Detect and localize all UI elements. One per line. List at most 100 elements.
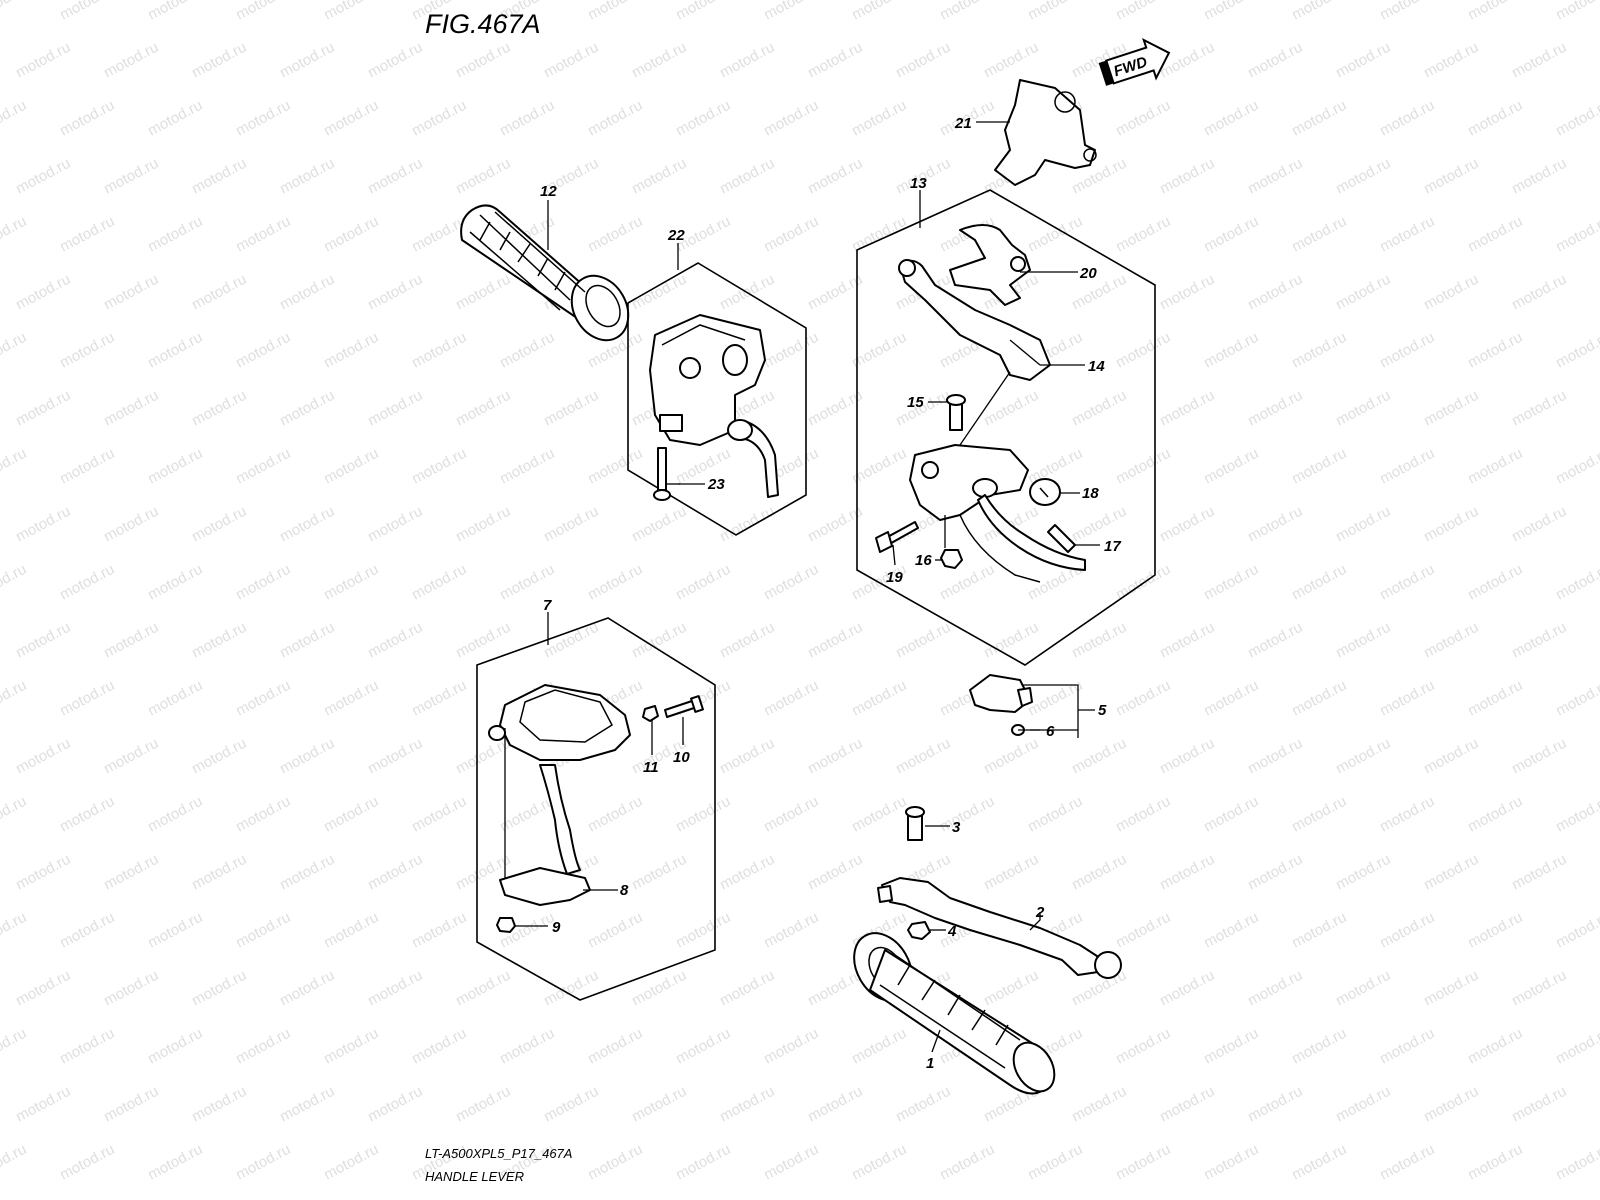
- watermark-text: motod.ru: [321, 1025, 381, 1068]
- callout-labels: 21 12 22 13 20 14 15 18 17 16 19 23 5 6 …: [540, 115, 1121, 1072]
- watermark-text: motod.ru: [1245, 39, 1305, 82]
- watermark-text: motod.ru: [1289, 329, 1349, 372]
- watermark-text: motod.ru: [365, 735, 425, 778]
- watermark-text: motod.ru: [57, 793, 117, 836]
- watermark-text: motod.ru: [541, 1083, 601, 1126]
- watermark-text: motod.ru: [0, 909, 29, 952]
- watermark-text: motod.ru: [101, 155, 161, 198]
- watermark-text: motod.ru: [497, 1025, 557, 1068]
- part-23-screw: [653, 447, 671, 501]
- watermark-text: motod.ru: [585, 213, 645, 256]
- watermark-text: motod.ru: [365, 1083, 425, 1126]
- watermark-text: motod.ru: [629, 851, 689, 894]
- watermark-text: motod.ru: [145, 1025, 205, 1068]
- footer-code: LT-A500XPL5_P17_467A: [425, 1146, 572, 1161]
- forward-arrow-icon: FWD: [1098, 38, 1171, 86]
- watermark-text: motod.ru: [717, 39, 777, 82]
- watermark-text: motod.ru: [1465, 445, 1525, 488]
- watermark-text: motod.ru: [101, 39, 161, 82]
- watermark-text: motod.ru: [541, 39, 601, 82]
- watermark-text: motod.ru: [189, 851, 249, 894]
- watermark-text: motod.ru: [1333, 503, 1393, 546]
- watermark-text: motod.ru: [1377, 97, 1437, 140]
- watermark-text: motod.ru: [1377, 909, 1437, 952]
- watermark-text: motod.ru: [849, 329, 909, 372]
- watermark-text: motod.ru: [1509, 387, 1569, 430]
- watermark-text: motod.ru: [1289, 677, 1349, 720]
- watermark-text: motod.ru: [1553, 909, 1600, 952]
- watermark-text: motod.ru: [277, 851, 337, 894]
- watermark-text: motod.ru: [981, 39, 1041, 82]
- watermark-text: motod.ru: [1509, 1083, 1569, 1126]
- watermark-text: motod.ru: [1069, 387, 1129, 430]
- watermark-text: motod.ru: [1553, 0, 1600, 24]
- watermark-text: motod.ru: [805, 735, 865, 778]
- watermark-text: motod.ru: [321, 561, 381, 604]
- watermark-text: motod.ru: [1333, 387, 1393, 430]
- watermark-text: motod.ru: [629, 39, 689, 82]
- watermark-text: motod.ru: [101, 1083, 161, 1126]
- watermark-text: motod.ru: [1553, 445, 1600, 488]
- watermark-text: motod.ru: [893, 39, 953, 82]
- watermark-text: motod.ru: [145, 0, 205, 24]
- watermark-text: motod.ru: [1201, 561, 1261, 604]
- watermark-text: motod.ru: [849, 677, 909, 720]
- callout-14: 14: [1088, 358, 1105, 375]
- callout-16: 16: [915, 552, 932, 569]
- callout-10: 10: [673, 749, 690, 766]
- watermark-text: motod.ru: [849, 1141, 909, 1184]
- watermark-text: motod.ru: [101, 271, 161, 314]
- watermark-text: motod.ru: [233, 561, 293, 604]
- watermark-text: motod.ru: [233, 677, 293, 720]
- watermark-text: motod.ru: [805, 619, 865, 662]
- watermark-text: motod.ru: [761, 97, 821, 140]
- watermark-text: motod.ru: [1377, 677, 1437, 720]
- watermark-text: motod.ru: [101, 967, 161, 1010]
- watermark-text: motod.ru: [1509, 39, 1569, 82]
- watermark-text: motod.ru: [365, 619, 425, 662]
- watermark-text: motod.ru: [1289, 561, 1349, 604]
- watermark-text: motod.ru: [57, 1141, 117, 1184]
- watermark-text: motod.ru: [1289, 1025, 1349, 1068]
- watermark-text: motod.ru: [365, 967, 425, 1010]
- watermark-text: motod.ru: [1553, 561, 1600, 604]
- watermark-text: motod.ru: [1421, 387, 1481, 430]
- callout-5: 5: [1098, 702, 1107, 719]
- watermark-text: motod.ru: [1157, 503, 1217, 546]
- watermark-text: motod.ru: [1201, 793, 1261, 836]
- watermark-text: motod.ru: [1465, 793, 1525, 836]
- callout-23: 23: [707, 476, 725, 493]
- watermark-text: motod.ru: [981, 619, 1041, 662]
- watermark-text: motod.ru: [453, 967, 513, 1010]
- watermark-text: motod.ru: [453, 39, 513, 82]
- watermark-text: motod.ru: [497, 793, 557, 836]
- part-7-throttle-assembly: [476, 617, 716, 1001]
- watermark-text: motod.ru: [1421, 619, 1481, 662]
- callout-6: 6: [1046, 723, 1055, 740]
- watermark-text: motod.ru: [321, 97, 381, 140]
- watermark-text: motod.ru: [761, 329, 821, 372]
- callout-11: 11: [643, 759, 659, 776]
- watermark-text: motod.ru: [981, 967, 1041, 1010]
- watermark-text: motod.ru: [805, 1083, 865, 1126]
- watermark-text: motod.ru: [365, 39, 425, 82]
- watermark-text: motod.ru: [1509, 619, 1569, 662]
- watermark-text: motod.ru: [0, 0, 29, 24]
- watermark-text: motod.ru: [13, 619, 73, 662]
- watermark-text: motod.ru: [497, 329, 557, 372]
- watermark-text: motod.ru: [13, 851, 73, 894]
- watermark-text: motod.ru: [13, 1083, 73, 1126]
- watermark-text: motod.ru: [189, 155, 249, 198]
- watermark-text: motod.ru: [1025, 677, 1085, 720]
- callout-3: 3: [952, 819, 961, 836]
- watermark-text: motod.ru: [849, 445, 909, 488]
- watermark-text: motod.ru: [321, 445, 381, 488]
- watermark-text: motod.ru: [629, 619, 689, 662]
- watermark-text: motod.ru: [1333, 39, 1393, 82]
- callout-4: 4: [947, 923, 957, 940]
- watermark-text: motod.ru: [145, 909, 205, 952]
- watermark-text: motod.ru: [0, 677, 29, 720]
- callout-12: 12: [540, 183, 557, 200]
- callout-18: 18: [1082, 485, 1099, 502]
